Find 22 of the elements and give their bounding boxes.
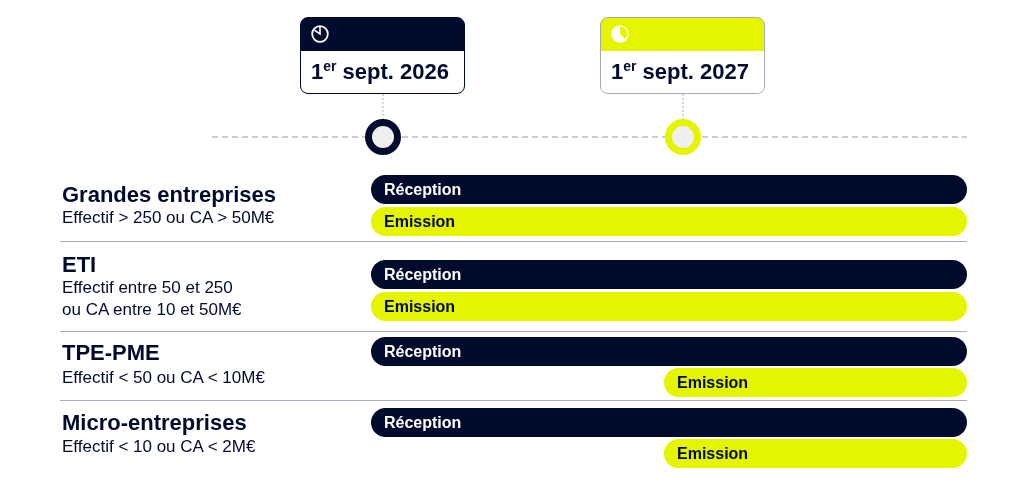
timeline-marker <box>665 119 701 155</box>
row-heading: TPE-PME <box>62 341 160 365</box>
row-description: Effectif > 250 ou CA > 50M€ <box>62 207 275 229</box>
phase-bar: Réception <box>371 408 967 437</box>
phase-bar: Réception <box>371 175 967 204</box>
row-description: Effectif < 50 ou CA < 10M€ <box>62 367 265 389</box>
phase-bar: Réception <box>371 337 967 366</box>
phase-bar: Emission <box>371 207 967 236</box>
timeline-marker <box>365 119 401 155</box>
phase-bar: Emission <box>664 439 967 468</box>
row-heading: Grandes entreprises <box>62 183 276 207</box>
date-label: 1$^{er}$ sept. 2026 <box>301 51 464 93</box>
row-description: Effectif entre 50 et 250 ou CA entre 10 et 50M€ <box>62 277 243 321</box>
row-heading: Micro-entreprises <box>62 411 247 435</box>
row-heading: ETI <box>62 253 97 277</box>
phase-bar: Réception <box>371 260 967 289</box>
phase-bar: Emission <box>371 292 967 321</box>
date-card <box>600 17 765 94</box>
row-description: Effectif < 10 ou CA < 2M€ <box>62 436 256 458</box>
date-label: 1$^{er}$ sept. 2027 <box>601 51 764 93</box>
phase-bar: Emission <box>664 368 967 397</box>
date-card <box>300 17 465 94</box>
